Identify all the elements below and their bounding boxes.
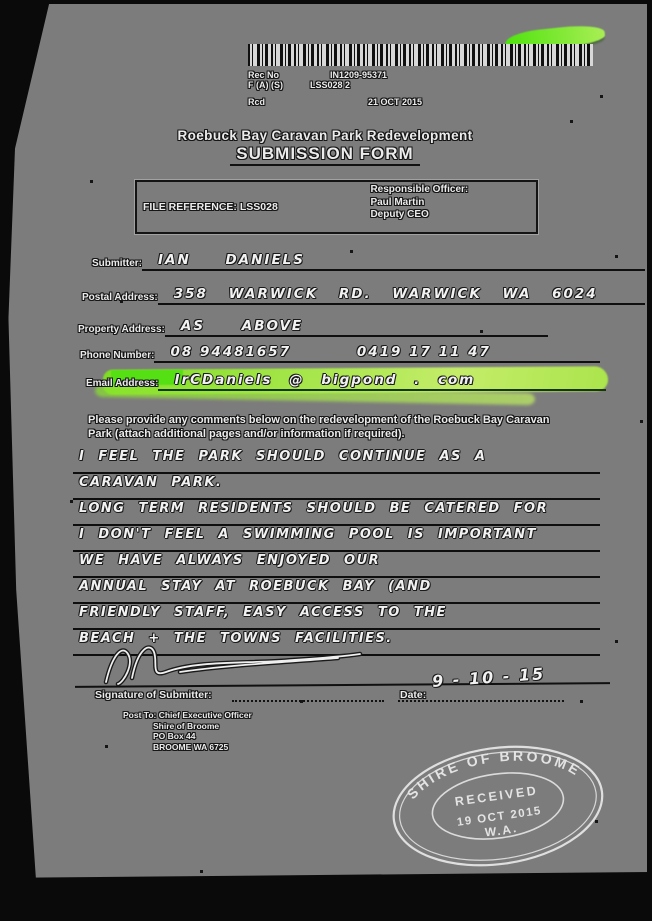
form-title: Roebuck Bay Caravan Park Redevelopment bbox=[177, 128, 473, 143]
return-address-line: PO Box 44 bbox=[153, 731, 196, 741]
field-label: Phone Number: bbox=[80, 350, 155, 361]
comment-line: ANNUAL STAY AT ROEBUCK BAY (AND bbox=[73, 578, 600, 604]
scan-edge-left-lower bbox=[0, 300, 36, 880]
field-label: Email Address: bbox=[86, 378, 159, 389]
stamp-outer-ring bbox=[392, 745, 604, 867]
record-value: 21 OCT 2015 bbox=[368, 97, 423, 107]
field-value-handwritten: IrCDaniels @ bigpond . com bbox=[174, 372, 476, 388]
return-address-block: Post To: Chief Executive Officer Shire o… bbox=[123, 710, 252, 752]
comment-line: CARAVAN PARK. bbox=[73, 474, 600, 500]
scan-edge-left-upper bbox=[0, 0, 50, 330]
comment-line: LONG TERM RESIDENTS SHOULD BE CATERED FO… bbox=[73, 500, 600, 526]
record-row: Rec No IN1209-95371 bbox=[248, 70, 548, 80]
comment-text: I DON'T FEEL A SWIMMING POOL IS IMPORTAN… bbox=[79, 527, 537, 542]
return-address-line: Post To: Chief Executive Officer bbox=[123, 710, 252, 720]
field-value-handwritten: IAN DANIELS bbox=[158, 252, 305, 268]
comment-text: CARAVAN PARK. bbox=[79, 475, 223, 490]
stamp-arc-bottom-text: W.A. bbox=[483, 821, 519, 841]
comment-text: WE HAVE ALWAYS ENJOYED OUR bbox=[79, 553, 381, 568]
field-phone-number: Phone Number: 08 94481657 0419 17 11 47 bbox=[80, 344, 600, 363]
date-dotted-line bbox=[398, 700, 564, 702]
record-label: F (A) (S) bbox=[248, 80, 283, 90]
comment-line: FRIENDLY STAFF, EASY ACCESS TO THE bbox=[73, 604, 600, 630]
file-reference-box: FILE REFERENCE: LSS028 Responsible Offic… bbox=[135, 180, 538, 234]
field-value-handwritten: AS ABOVE bbox=[180, 318, 304, 334]
barcode bbox=[248, 44, 593, 66]
record-label: Rec No bbox=[248, 70, 280, 80]
return-address-line: BROOME WA 6725 bbox=[153, 741, 229, 752]
comment-text: I FEEL THE PARK SHOULD CONTINUE AS A bbox=[79, 449, 487, 464]
signature-label: Signature of Submitter: bbox=[95, 689, 212, 701]
comment-line: WE HAVE ALWAYS ENJOYED OUR bbox=[73, 552, 600, 578]
field-value-handwritten: 358 WARWICK RD. WARWICK WA 6024 bbox=[173, 286, 598, 302]
received-stamp: SHIRE OF BROOME RECEIVED 19 OCT 2015 W.A… bbox=[392, 737, 604, 867]
scan-noise bbox=[570, 120, 573, 123]
file-reference-label: FILE REFERENCE: LSS028 bbox=[143, 201, 278, 213]
form-subtitle-text: SUBMISSION FORM bbox=[230, 144, 420, 166]
comments-area: I FEEL THE PARK SHOULD CONTINUE AS A CAR… bbox=[73, 448, 600, 656]
field-submitter: Submitter: IAN DANIELS bbox=[92, 252, 645, 271]
record-row: F (A) (S) LSS028 2 bbox=[248, 80, 548, 90]
field-label: Postal Address: bbox=[82, 292, 158, 303]
form-subtitle: SUBMISSION FORM bbox=[90, 144, 560, 166]
field-postal-address: Postal Address: 358 WARWICK RD. WARWICK … bbox=[82, 286, 645, 305]
scan-edge-top bbox=[0, 0, 652, 4]
scan-edge-right bbox=[647, 0, 652, 921]
stamp-middle-ring bbox=[399, 751, 597, 861]
comment-text: BEACH + THE TOWNS FACILITIES. bbox=[79, 631, 393, 646]
field-label: Property Address: bbox=[78, 324, 165, 335]
responsible-officer-cell: Responsible Officer: Paul Martin Deputy … bbox=[366, 182, 536, 232]
return-address-line: Shire of Broome bbox=[153, 720, 220, 731]
officer-title: Deputy CEO bbox=[370, 209, 429, 220]
field-value2-handwritten: 0419 17 11 47 bbox=[356, 344, 491, 360]
officer-name: Paul Martin bbox=[370, 196, 425, 208]
date-label: Date: bbox=[400, 689, 427, 701]
comment-text: LONG TERM RESIDENTS SHOULD BE CATERED FO… bbox=[79, 501, 549, 516]
field-property-address: Property Address: AS ABOVE bbox=[78, 318, 548, 337]
scan-edge-bottom bbox=[0, 872, 652, 921]
comment-line: I DON'T FEEL A SWIMMING POOL IS IMPORTAN… bbox=[73, 526, 600, 552]
signature-dotted-line bbox=[232, 700, 384, 702]
comment-line: I FEEL THE PARK SHOULD CONTINUE AS A bbox=[73, 448, 600, 474]
signature-scribble bbox=[103, 645, 363, 686]
instructions-text: Please provide any comments below on the… bbox=[88, 414, 550, 440]
comment-text: ANNUAL STAY AT ROEBUCK BAY (AND bbox=[79, 579, 432, 594]
date-value-handwritten: 9 - 10 - 15 bbox=[431, 664, 546, 691]
record-value: IN1209-95371 bbox=[330, 70, 388, 80]
field-email-address: Email Address: IrCDaniels @ bigpond . co… bbox=[86, 372, 606, 391]
field-value-handwritten: 08 94481657 bbox=[170, 344, 292, 360]
field-label: Submitter: bbox=[92, 258, 142, 269]
stamp-received-text: RECEIVED bbox=[454, 783, 539, 809]
record-value: LSS028 2 bbox=[310, 80, 351, 90]
responsible-officer-label: Responsible Officer: bbox=[370, 184, 469, 195]
record-label: Rcd bbox=[248, 97, 266, 107]
record-row: Rcd 21 OCT 2015 bbox=[248, 97, 548, 107]
stamp-inner-ring bbox=[431, 772, 565, 840]
comment-text: FRIENDLY STAFF, EASY ACCESS TO THE bbox=[79, 605, 447, 620]
